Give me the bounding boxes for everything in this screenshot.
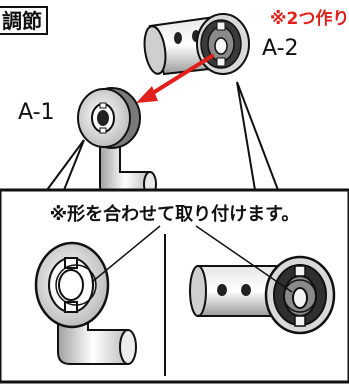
- section-title: 調節: [0, 6, 48, 35]
- label-a2: A-2: [262, 36, 299, 61]
- caption-pointers: [55, 225, 317, 313]
- label-a1: A-1: [18, 100, 55, 125]
- detail-a2: [189, 255, 336, 335]
- leader-lines: [46, 81, 279, 191]
- detail-a1: [34, 241, 137, 365]
- assembly-caption: ※形を合わせて取り付けます。: [49, 204, 300, 225]
- part-a1: [77, 87, 157, 197]
- make-two-note: ※2つ作り: [270, 9, 349, 29]
- insert-arrow: [136, 54, 214, 103]
